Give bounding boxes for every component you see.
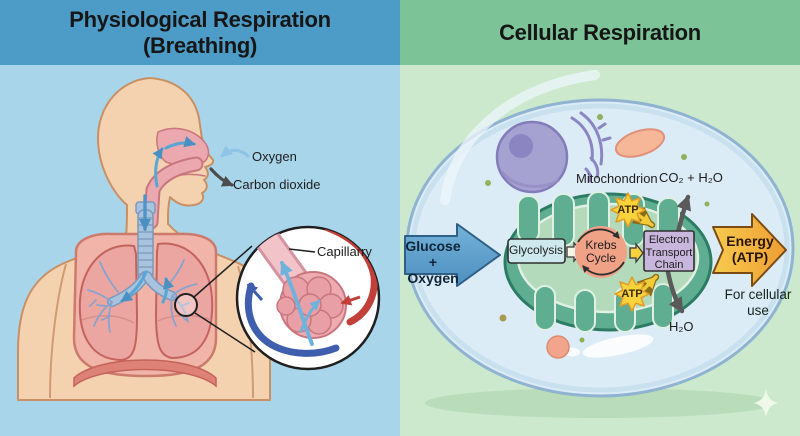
co2-out-arrow [209, 167, 234, 187]
right-lung [154, 242, 214, 360]
bronchial-tree [87, 259, 198, 333]
cytoplasm-dots [485, 114, 710, 343]
step-arrow-2 [629, 242, 644, 264]
right-header: Cellular Respiration [400, 0, 800, 65]
carbon-dioxide-label: Carbon dioxide [233, 177, 321, 192]
for-cellular-use-label: For cellular use [724, 287, 792, 318]
human-respiratory-illustration [17, 77, 381, 401]
oxygen-label: Oxygen [252, 149, 297, 164]
atp-label-bottom: ATP [621, 288, 643, 300]
organelle-bean [614, 128, 666, 158]
krebs-cycle-circle [575, 226, 627, 278]
glucose-oxygen-arrow [404, 223, 501, 287]
diaphragm [73, 359, 217, 388]
capillary-pointer-line [288, 248, 316, 253]
glycolysis-label: Glycolysis [508, 243, 563, 257]
glucose-oxygen-label: Glucose + Oxygen [405, 238, 461, 286]
lungs-group [72, 136, 218, 388]
cell-illustration [404, 70, 795, 418]
energy-atp-arrow [712, 213, 787, 287]
h2o-arrow [665, 269, 685, 314]
cellular-panel: Cellular Respiration [400, 0, 800, 436]
krebs-cycle-label: Krebs Cycle [585, 238, 617, 265]
airflow-arrows [120, 136, 196, 304]
nucleus [495, 120, 569, 194]
breathing-panel: Physiological Respiration (Breathing) [0, 0, 400, 401]
left-title: Physiological Respiration (Breathing) [69, 6, 331, 58]
oxygen-in-arrow [220, 145, 250, 158]
right-title: Cellular Respiration [499, 19, 701, 45]
etc-box [643, 230, 695, 272]
left-header: Physiological Respiration (Breathing) [0, 0, 400, 65]
magnifier-source-circle [174, 293, 198, 317]
sparkle-icon [754, 389, 778, 417]
mitochondrion-label: Mitochondrion [576, 171, 658, 186]
cell-shadow [425, 388, 775, 418]
atp-arrows [631, 206, 660, 297]
endoplasmic-reticulum [570, 111, 612, 183]
glycolysis-box [507, 238, 566, 264]
electron-transport-chain-label: Electron Transport Chain [645, 234, 693, 271]
h2o-label: H₂O [669, 319, 694, 334]
blue-capillary [244, 282, 340, 357]
energy-atp-label: Energy (ATP) [726, 233, 774, 265]
co2-h2o-label: CO₂ + H₂O [659, 170, 723, 185]
organelle-vesicle [546, 335, 570, 359]
atp-starbursts [610, 192, 650, 312]
atp-label-top: ATP [617, 204, 639, 216]
capillary-label: Capillarry [317, 244, 372, 259]
